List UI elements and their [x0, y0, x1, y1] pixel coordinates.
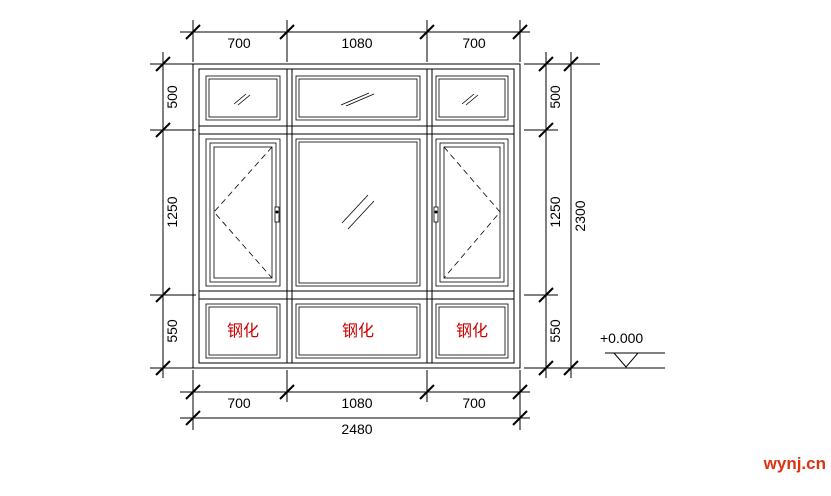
bottom-right-pane — [435, 303, 509, 359]
bottom-center-pane — [295, 303, 421, 359]
top-center-pane — [295, 75, 421, 121]
left-dim-middle: 1250 — [164, 196, 180, 227]
right-dimension-lines — [524, 52, 600, 378]
left-dim-top: 500 — [164, 85, 180, 109]
total-height-dim: 2300 — [572, 200, 588, 231]
tempered-label-left: 钢化 — [227, 321, 259, 340]
left-casement-handle-icon — [274, 206, 280, 223]
transoms — [199, 125, 514, 300]
bottom-dim-center: 1080 — [341, 395, 372, 411]
left-dim-bottom: 550 — [164, 319, 180, 343]
right-dim-middle: 1250 — [547, 196, 563, 227]
bottom-left-pane — [205, 303, 281, 359]
bottom-dim-left: 700 — [227, 395, 251, 411]
total-width-dim: 2480 — [341, 421, 372, 437]
window-frame — [192, 63, 521, 369]
bottom-dim-right: 700 — [462, 395, 486, 411]
right-dim-bottom: 550 — [547, 319, 563, 343]
bottom-dimension-lines — [180, 370, 530, 430]
right-dim-top: 500 — [547, 85, 563, 109]
left-dimension-line — [150, 52, 196, 378]
top-left-pane — [205, 75, 281, 121]
elevation-label: +0.000 — [600, 330, 643, 346]
top-dim-left: 700 — [227, 35, 251, 51]
mullions — [286, 69, 433, 363]
right-casement-sash — [435, 138, 509, 287]
watermark: wynj.cn — [763, 454, 826, 473]
top-dim-right: 700 — [462, 35, 486, 51]
tempered-label-center: 钢化 — [342, 321, 374, 340]
top-dimension-line — [180, 20, 530, 62]
top-right-pane — [435, 75, 509, 121]
tempered-label-right: 钢化 — [456, 321, 488, 340]
center-fixed-pane — [295, 138, 421, 287]
elevation-marker-icon — [600, 352, 665, 369]
left-casement-sash — [205, 138, 281, 287]
right-casement-handle-icon — [433, 206, 439, 223]
top-dim-center: 1080 — [341, 35, 372, 51]
